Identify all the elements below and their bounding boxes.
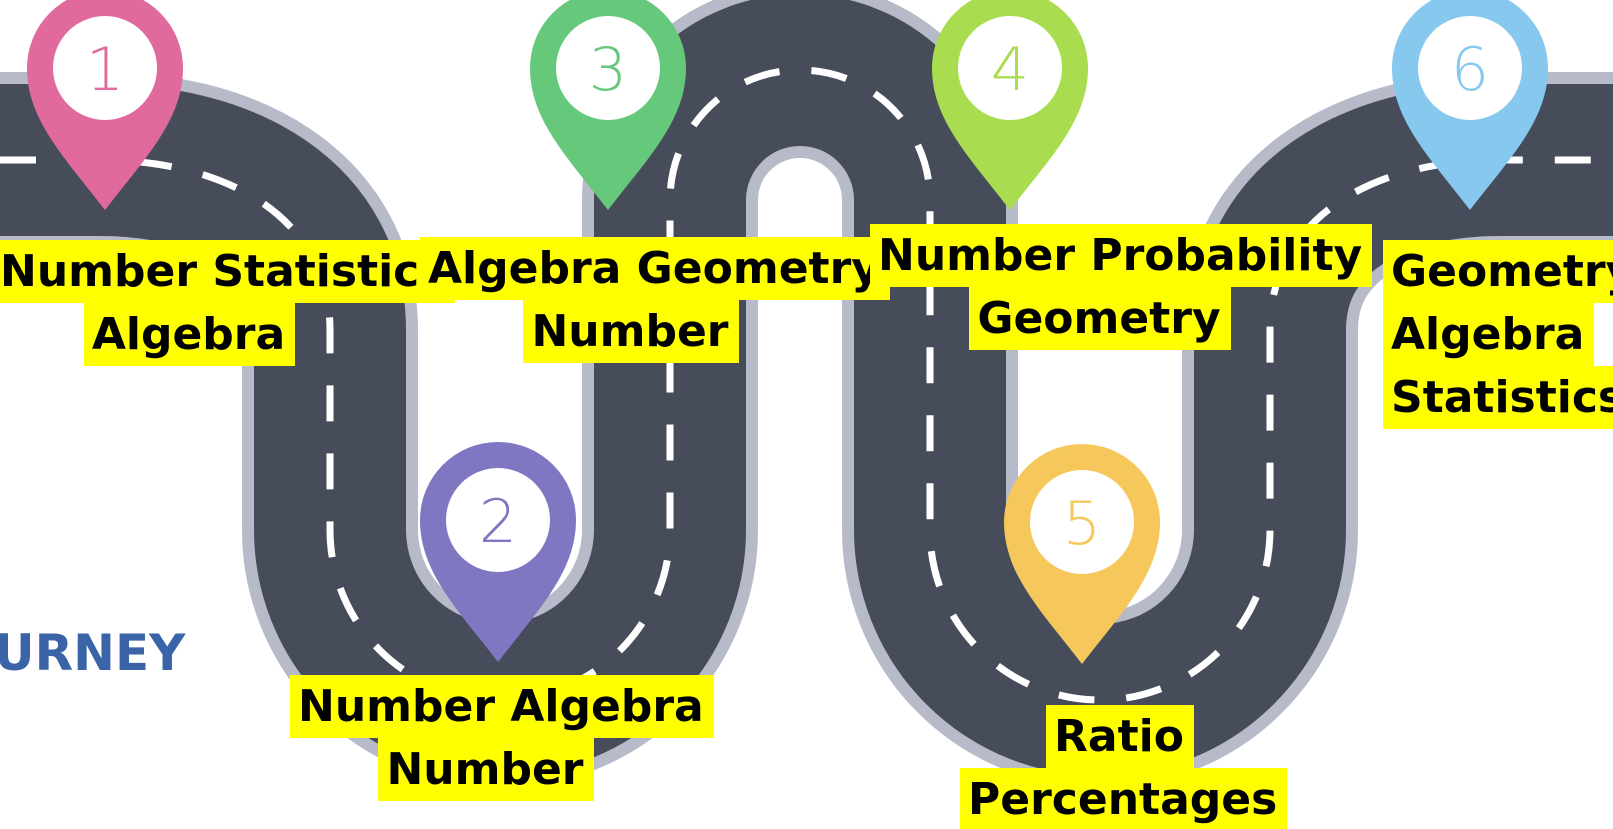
- map-pin-5: 5: [1004, 444, 1160, 664]
- lane-marking: [0, 66, 1613, 704]
- stop-6-line-1: Geometry: [1383, 240, 1613, 303]
- stop-label-1: Number Statistics Algebra: [0, 240, 456, 366]
- map-pin-1: 1: [27, 0, 183, 210]
- road-surface: [0, 0, 1613, 776]
- stop-4-line-2: Geometry: [969, 287, 1231, 350]
- map-pin-3: 3: [530, 0, 686, 210]
- map-pin-4: 4: [932, 0, 1088, 210]
- stop-2-line-2: Number: [378, 738, 594, 801]
- stop-number-2: 2: [479, 487, 517, 557]
- stop-1-line-1: Number Statistics: [0, 240, 456, 303]
- journey-side-text: URNEY: [0, 624, 186, 682]
- stop-label-4: Number Probability Geometry: [870, 224, 1373, 350]
- stop-label-2: Number Algebra Number: [290, 675, 714, 801]
- map-pin-2: 2: [420, 442, 576, 662]
- stop-number-4: 4: [991, 35, 1029, 105]
- stop-4-line-1: Number Probability: [870, 224, 1373, 287]
- stop-label-5: Ratio Percentages: [960, 705, 1288, 829]
- stop-3-line-2: Number: [523, 300, 739, 363]
- stop-1-line-2: Algebra: [83, 303, 296, 366]
- map-pin-6: 6: [1392, 0, 1548, 210]
- stop-number-1: 1: [86, 35, 124, 105]
- stop-3-line-1: Algebra Geometry: [420, 237, 890, 300]
- stop-number-6: 6: [1451, 35, 1489, 105]
- stop-label-6: Geometry Algebra Statistics: [1383, 240, 1613, 429]
- stop-2-line-1: Number Algebra: [290, 675, 714, 738]
- stop-5-line-1: Ratio: [1046, 705, 1194, 768]
- stop-6-line-2: Algebra: [1383, 303, 1595, 366]
- stop-number-5: 5: [1063, 489, 1101, 559]
- stop-5-line-2: Percentages: [960, 768, 1288, 829]
- stop-label-3: Algebra Geometry Number: [420, 237, 890, 363]
- stop-number-3: 3: [589, 35, 627, 105]
- stop-6-line-3: Statistics: [1383, 366, 1613, 429]
